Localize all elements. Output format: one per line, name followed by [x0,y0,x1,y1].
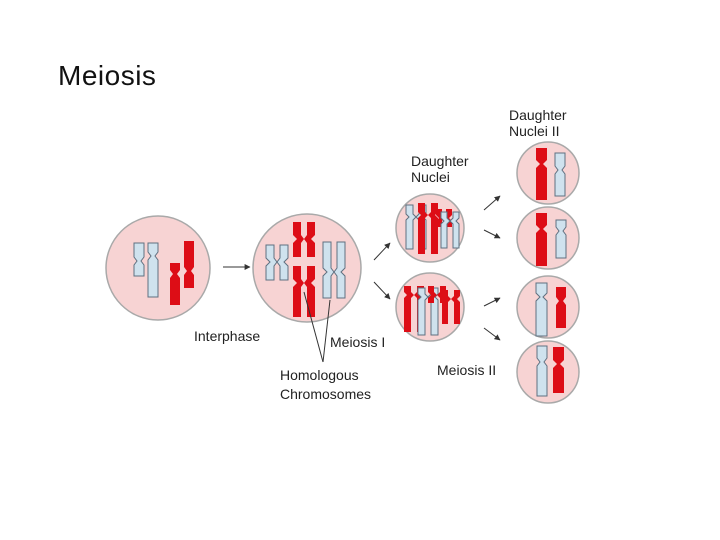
arrow-to-daughter-top [373,242,391,261]
chromosome-blue [555,219,567,259]
leader-homologous-1 [303,291,324,363]
daughter-ii-cell-2 [516,206,580,270]
label-daughter-nuclei-line2: Nuclei [411,169,450,185]
label-meiosis-1: Meiosis I [330,334,385,350]
chromosome-red [418,203,438,254]
chromosome-red [553,347,564,393]
arrow-to-nuclei-ii-2 [483,229,501,239]
chromosome-red [170,263,180,305]
chromosome-blue [147,242,159,298]
chromosome-blue [554,152,566,197]
label-homologous-line2: Chromosomes [280,386,371,402]
slide-title: Meiosis [58,60,157,91]
chromosome-red [184,241,194,288]
daughter-ii-cell-3 [516,275,580,339]
label-meiosis-2: Meiosis II [437,362,496,378]
chromosome-blue [535,282,548,337]
interphase-cell [105,215,211,321]
label-homologous-line1: Homologous [280,367,359,383]
chromosome-red [442,290,460,324]
chromosome-blue [322,241,346,299]
chromosome-red [536,148,547,200]
leader-homologous-2 [322,299,331,363]
chromosome-red [293,266,315,317]
label-daughter-nuclei-2-line2: Nuclei II [509,123,560,139]
chromosome-blue [440,211,460,249]
chromosome-red [428,286,446,303]
arrow-to-nuclei-ii-4 [483,327,501,341]
chromosome-red [536,213,547,266]
arrow-to-daughter-bottom [373,281,391,300]
label-interphase: Interphase [194,328,260,344]
daughter-ii-cell-4 [516,340,580,404]
label-daughter-nuclei-2-line1: Daughter [509,107,567,123]
daughter-cell-top [395,193,465,263]
chromosome-blue [536,345,548,397]
chromosome-red [556,287,566,328]
daughter-cell-bottom [395,272,465,342]
arrow-to-nuclei-ii-3 [483,297,501,307]
daughter-ii-cell-1 [516,141,580,205]
meiosis-1-cell [252,213,362,323]
chromosome-red [293,222,315,257]
label-daughter-nuclei-line1: Daughter [411,153,469,169]
arrow-to-nuclei-ii-1 [483,195,501,211]
chromosome-blue [133,242,145,277]
chromosome-blue [265,244,289,281]
